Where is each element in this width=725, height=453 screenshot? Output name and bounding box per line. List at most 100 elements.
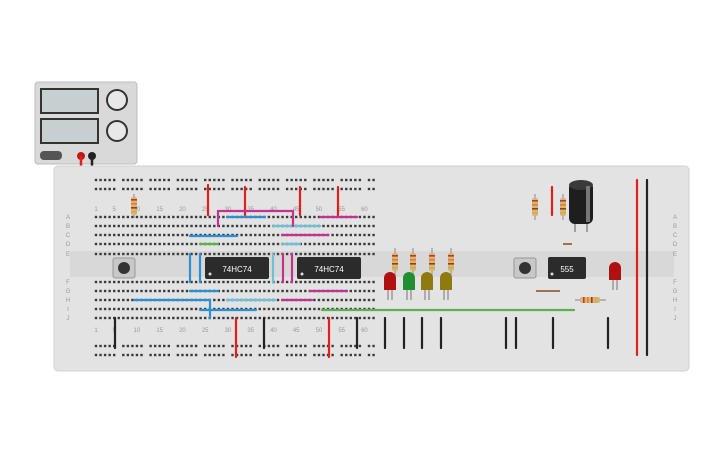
hole[interactable] — [108, 289, 111, 293]
hole[interactable] — [167, 224, 170, 228]
hole[interactable] — [163, 316, 166, 320]
hole[interactable] — [185, 224, 189, 228]
rail-hole[interactable] — [372, 178, 375, 182]
hole[interactable] — [267, 215, 271, 219]
hole[interactable] — [176, 289, 180, 293]
hole[interactable] — [299, 280, 302, 284]
hole[interactable] — [235, 252, 239, 256]
hole[interactable] — [99, 307, 102, 311]
hole[interactable] — [190, 242, 193, 246]
led-icon[interactable] — [384, 272, 396, 290]
rail-hole[interactable] — [176, 353, 180, 357]
hole[interactable] — [113, 224, 116, 228]
rail-hole[interactable] — [240, 178, 243, 182]
rail-hole[interactable] — [122, 178, 125, 182]
hole[interactable] — [267, 242, 271, 246]
rail-hole[interactable] — [263, 178, 266, 182]
hole[interactable] — [158, 280, 161, 284]
rail-hole[interactable] — [244, 353, 248, 357]
hole[interactable] — [163, 252, 166, 256]
hole[interactable] — [176, 215, 180, 219]
hole[interactable] — [113, 242, 116, 246]
rail-hole[interactable] — [249, 344, 252, 348]
hole[interactable] — [153, 233, 157, 237]
hole[interactable] — [122, 242, 125, 246]
hole[interactable] — [94, 233, 98, 237]
rail-hole[interactable] — [367, 178, 371, 182]
rail-hole[interactable] — [244, 187, 248, 191]
hole[interactable] — [176, 252, 180, 256]
hole[interactable] — [231, 252, 234, 256]
hole[interactable] — [208, 252, 211, 256]
hole[interactable] — [213, 280, 216, 284]
hole[interactable] — [267, 233, 271, 237]
hole[interactable] — [181, 215, 184, 219]
hole[interactable] — [263, 252, 266, 256]
hole[interactable] — [117, 215, 120, 219]
hole[interactable] — [94, 307, 98, 311]
led-icon[interactable] — [609, 262, 621, 280]
hole[interactable] — [99, 280, 102, 284]
hole[interactable] — [181, 233, 184, 237]
hole[interactable] — [213, 224, 216, 228]
rail-hole[interactable] — [354, 178, 357, 182]
rail-hole[interactable] — [258, 344, 261, 348]
hole[interactable] — [335, 280, 339, 284]
rail-hole[interactable] — [249, 187, 252, 191]
hole[interactable] — [244, 289, 248, 293]
hole[interactable] — [163, 233, 166, 237]
rail-hole[interactable] — [140, 344, 143, 348]
hole[interactable] — [131, 316, 134, 320]
hole[interactable] — [349, 316, 352, 320]
hole[interactable] — [340, 233, 343, 237]
rail-hole[interactable] — [258, 187, 261, 191]
rail-hole[interactable] — [299, 353, 302, 357]
hole[interactable] — [153, 280, 157, 284]
hole[interactable] — [158, 316, 161, 320]
hole[interactable] — [313, 307, 316, 311]
hole[interactable] — [317, 252, 321, 256]
hole[interactable] — [131, 280, 134, 284]
hole[interactable] — [103, 242, 107, 246]
hole[interactable] — [126, 280, 130, 284]
hole[interactable] — [99, 215, 102, 219]
hole[interactable] — [267, 316, 271, 320]
rail-hole[interactable] — [108, 344, 111, 348]
hole[interactable] — [94, 280, 98, 284]
hole[interactable] — [204, 280, 207, 284]
rail-hole[interactable] — [153, 187, 157, 191]
hole[interactable] — [190, 215, 193, 219]
hole[interactable] — [272, 215, 275, 219]
rail-hole[interactable] — [135, 187, 139, 191]
hole[interactable] — [295, 280, 298, 284]
hole[interactable] — [372, 215, 375, 219]
hole[interactable] — [167, 280, 170, 284]
hole[interactable] — [340, 298, 343, 302]
hole[interactable] — [349, 252, 352, 256]
hole[interactable] — [354, 280, 357, 284]
hole[interactable] — [358, 298, 362, 302]
hole[interactable] — [217, 316, 221, 320]
hole[interactable] — [281, 307, 284, 311]
hole[interactable] — [122, 224, 125, 228]
rail-hole[interactable] — [135, 353, 139, 357]
hole[interactable] — [122, 280, 125, 284]
hole[interactable] — [254, 289, 257, 293]
hole[interactable] — [126, 307, 130, 311]
rail-hole[interactable] — [163, 187, 166, 191]
hole[interactable] — [117, 307, 120, 311]
hole[interactable] — [213, 252, 216, 256]
hole[interactable] — [149, 307, 152, 311]
rail-hole[interactable] — [204, 187, 207, 191]
hole[interactable] — [172, 252, 175, 256]
hole[interactable] — [345, 224, 348, 228]
rail-hole[interactable] — [326, 178, 330, 182]
hole[interactable] — [367, 289, 371, 293]
rail-hole[interactable] — [249, 178, 252, 182]
hole[interactable] — [208, 224, 211, 228]
hole[interactable] — [153, 224, 157, 228]
hole[interactable] — [295, 316, 298, 320]
hole[interactable] — [290, 316, 293, 320]
hole[interactable] — [290, 307, 293, 311]
